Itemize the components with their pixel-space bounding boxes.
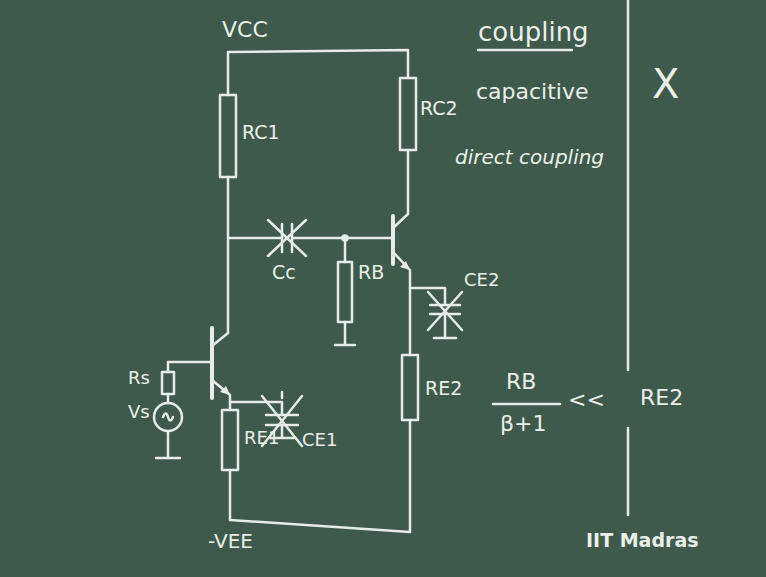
resistor-symbol: [222, 410, 238, 470]
wire: [168, 362, 212, 372]
component-label: RE1: [244, 428, 279, 448]
formula-text: <<: [568, 388, 605, 412]
formula-text: RB: [506, 370, 536, 394]
wire: [409, 420, 412, 532]
component-label: CE1: [302, 430, 337, 450]
supply-label: VCC: [222, 18, 268, 42]
resistor-symbol: [338, 262, 352, 322]
component-label: RC1: [242, 122, 280, 143]
supply-label: -VEE: [208, 530, 253, 552]
component-label: Rs: [128, 368, 150, 388]
cross-out: [428, 292, 462, 330]
heading: coupling: [478, 18, 589, 47]
note-text: direct coupling: [455, 146, 604, 168]
source-symbol: [154, 403, 182, 431]
note-text: X: [652, 62, 679, 106]
resistor-symbol: [162, 372, 174, 394]
formula-text: β+1: [500, 412, 546, 436]
underline: [478, 49, 572, 52]
component-label: Vs: [128, 402, 150, 422]
source-symbol: [163, 414, 173, 421]
component-label: CE2: [464, 270, 499, 290]
transistor-symbol: [212, 333, 230, 410]
component-label: RB: [358, 262, 384, 283]
component-label: RE2: [425, 378, 462, 399]
formula-text: RE2: [640, 386, 683, 410]
watermark: IIT Madras: [586, 530, 699, 551]
arrowhead: [400, 261, 410, 270]
resistor-symbol: [400, 78, 416, 150]
component-label: Cc: [272, 262, 296, 283]
resistor-symbol: [402, 355, 418, 420]
note-text: capacitive: [476, 80, 589, 104]
component-label: RC2: [420, 98, 458, 119]
wire: [335, 238, 355, 345]
board-divider: [627, 0, 630, 515]
supply-rail: [228, 50, 408, 95]
transistor-symbol: [393, 150, 410, 355]
fraction-bar: [493, 403, 560, 406]
wire: [410, 288, 445, 305]
wire: [230, 470, 410, 532]
resistor-symbol: [220, 95, 236, 177]
transistor-symbol: [391, 216, 395, 264]
wire: [228, 177, 282, 333]
arrowhead: [220, 386, 230, 395]
cross-out: [268, 220, 306, 256]
